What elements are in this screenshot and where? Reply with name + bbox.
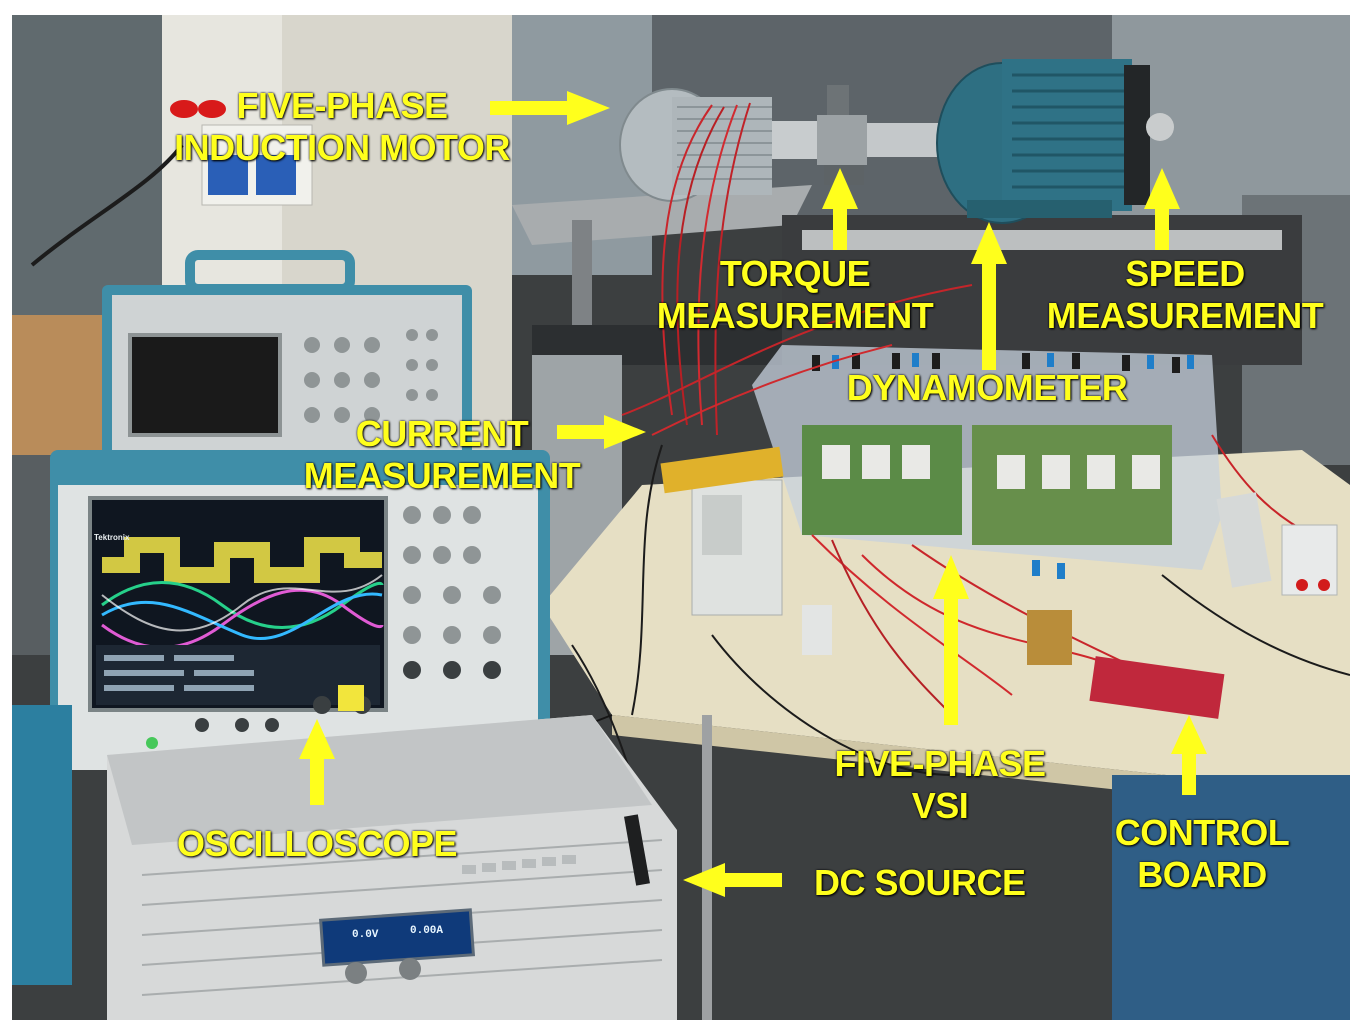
label-motor-line1: FIVE-PHASE xyxy=(236,85,448,126)
label-oscilloscope: OSCILLOSCOPE xyxy=(176,823,458,864)
label-speed-line1: SPEED xyxy=(1125,253,1245,294)
label-motor-line2: INDUCTION MOTOR xyxy=(174,127,510,168)
label-control-line2: BOARD xyxy=(1137,854,1267,895)
label-current-line1: CURRENT xyxy=(355,413,529,454)
label-dc-source: DC SOURCE xyxy=(814,862,1026,903)
dc-source-current-readout: 0.00A xyxy=(410,925,444,937)
label-five-phase-induction-motor: FIVE-PHASE INDUCTION MOTOR xyxy=(137,85,547,169)
label-speed-measurement: SPEED MEASUREMENT xyxy=(1020,253,1350,337)
label-vsi-line1: FIVE-PHASE xyxy=(834,743,1046,784)
label-five-phase-vsi: FIVE-PHASE VSI xyxy=(820,743,1060,827)
dc-source-voltage-readout: 0.0V xyxy=(352,929,379,941)
lab-test-bench-photo: 0.0V 0.00A Tektronix FIVE-PHASE INDUCTIO… xyxy=(12,15,1350,1020)
label-current-measurement: CURRENT MEASUREMENT xyxy=(277,413,607,497)
label-vsi-line2: VSI xyxy=(911,785,969,826)
label-torque-line1: TORQUE xyxy=(719,253,871,294)
label-control-line1: CONTROL xyxy=(1114,812,1290,853)
label-dynamometer: DYNAMOMETER xyxy=(846,367,1128,408)
scene-illustration xyxy=(12,15,1350,1020)
oscilloscope-brand: Tektronix xyxy=(94,533,130,542)
label-torque-line2: MEASUREMENT xyxy=(656,295,934,336)
label-torque-measurement: TORQUE MEASUREMENT xyxy=(630,253,960,337)
label-speed-line2: MEASUREMENT xyxy=(1046,295,1324,336)
label-current-line2: MEASUREMENT xyxy=(303,455,581,496)
label-control-board: CONTROL BOARD xyxy=(1092,812,1312,896)
